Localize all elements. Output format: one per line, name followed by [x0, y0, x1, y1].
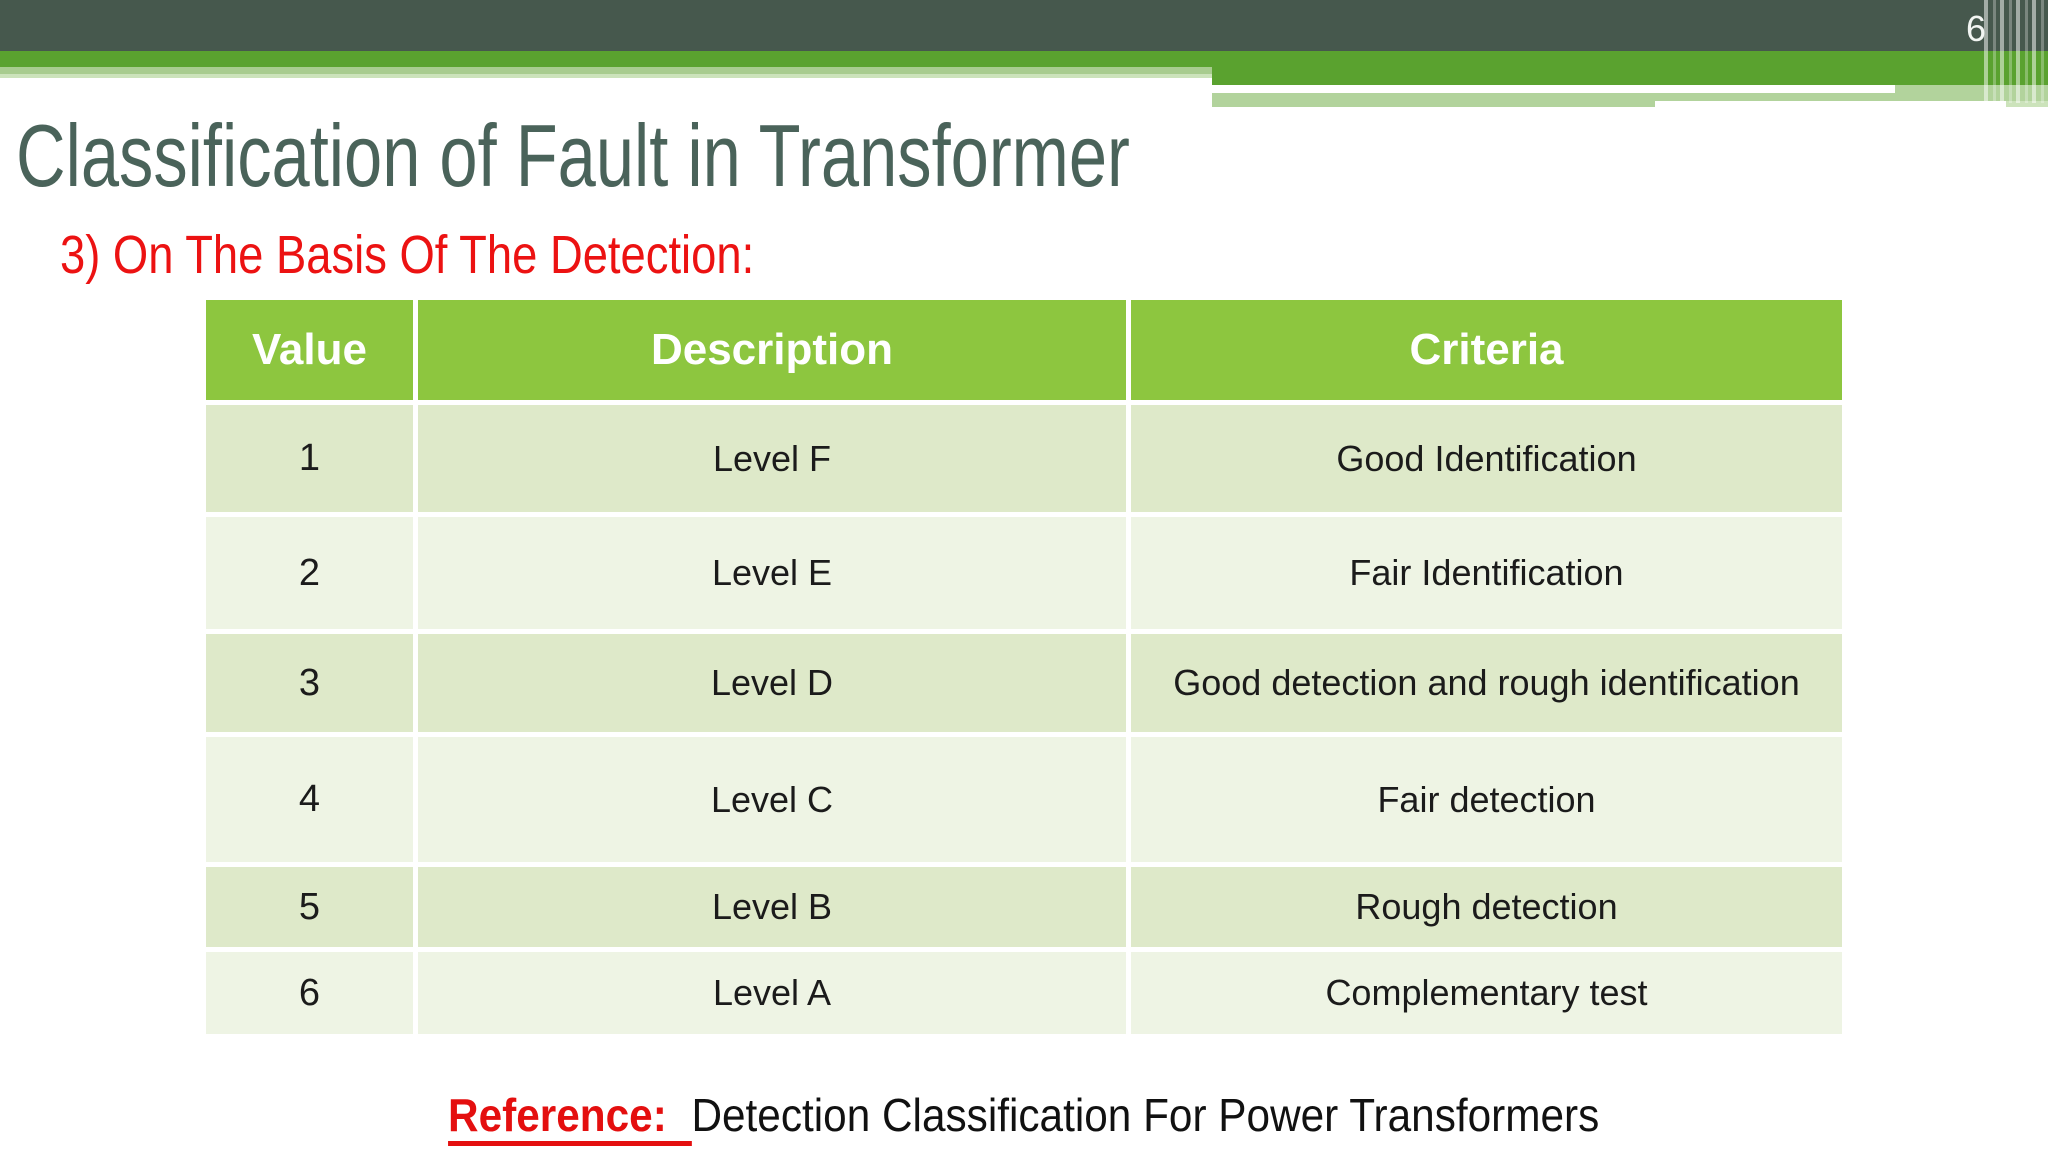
slide-number: 6 [1965, 8, 1986, 49]
section-subtitle-text: 3) On The Basis Of The Detection: [60, 225, 755, 285]
section-subtitle: 3) On The Basis Of The Detection: [60, 228, 886, 282]
right-green-extension [1212, 67, 2048, 85]
table-cell-criteria: Fair Identification [1131, 517, 1842, 629]
table-cell-description: Level C [418, 737, 1126, 862]
table-cell-criteria: Good detection and rough identification [1131, 634, 1842, 732]
column-header-value: Value [206, 300, 413, 400]
fault-classification-table: Value Description Criteria 1 Level F Goo… [206, 300, 1842, 1034]
right-stair-band-shallow [1655, 93, 2048, 101]
lighter-green-strip [0, 74, 2048, 78]
pale-green-strip [0, 67, 2048, 74]
table-cell-description: Level A [418, 952, 1126, 1034]
table-cell-value: 4 [206, 737, 413, 862]
table-cell-value: 6 [206, 952, 413, 1034]
reference-text: Detection Classification For Power Trans… [691, 1089, 1600, 1141]
table-cell-description: Level E [418, 517, 1126, 629]
table-cell-value: 5 [206, 867, 413, 947]
table-cell-description: Level D [418, 634, 1126, 732]
reference-line-text: Reference: Detection Classification For … [448, 1088, 1600, 1146]
column-header-criteria: Criteria [1131, 300, 1842, 400]
top-dark-bar [0, 0, 2048, 51]
table-cell-value: 3 [206, 634, 413, 732]
table-cell-criteria: Rough detection [1131, 867, 1842, 947]
table-cell-criteria: Fair detection [1131, 737, 1842, 862]
table-cell-value: 1 [206, 405, 413, 512]
white-accent-stripe [1212, 85, 1895, 93]
column-header-description: Description [418, 300, 1126, 400]
page-title: Classification of Fault in Transformer [16, 112, 1444, 200]
vertical-stripes-decoration [1984, 0, 2048, 103]
reference-line: Reference: Detection Classification For … [0, 1088, 2048, 1146]
corner-pale-tab [2006, 101, 2048, 107]
reference-label: Reference: [448, 1089, 692, 1146]
table-cell-criteria: Good Identification [1131, 405, 1842, 512]
right-stair-band-deep [1212, 93, 1655, 107]
table-cell-value: 2 [206, 517, 413, 629]
page-title-text: Classification of Fault in Transformer [16, 106, 1130, 205]
table-cell-description: Level F [418, 405, 1126, 512]
accent-green-bar [0, 51, 2048, 67]
table-cell-description: Level B [418, 867, 1126, 947]
table-cell-criteria: Complementary test [1131, 952, 1842, 1034]
